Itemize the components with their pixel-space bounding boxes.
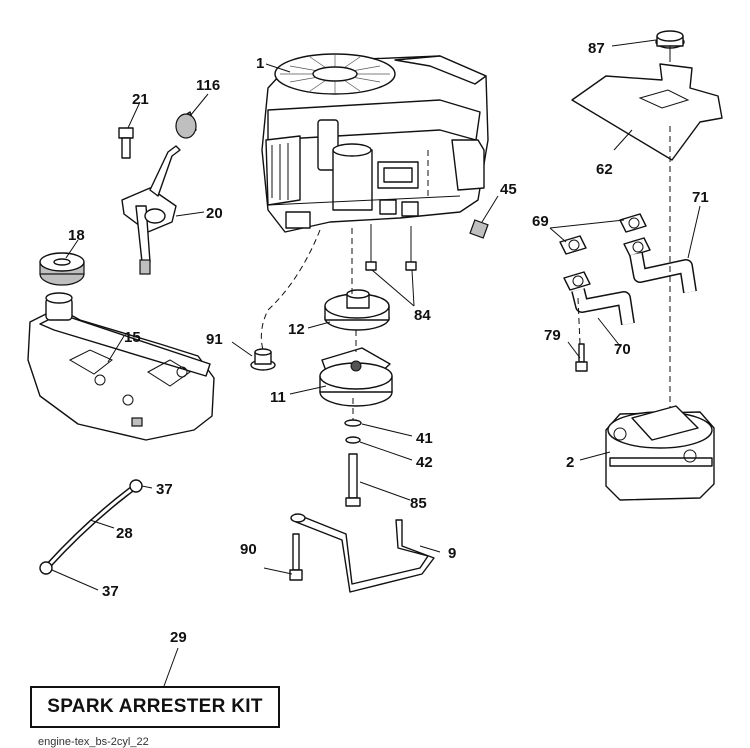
nut-45	[469, 219, 489, 239]
bolt-79	[575, 343, 588, 372]
leader-lines	[51, 39, 701, 687]
callout-116: 116	[196, 77, 220, 94]
assembly-lines	[260, 126, 671, 420]
pto-clutch-stack	[319, 289, 393, 507]
callout-69: 69	[532, 213, 549, 230]
bolt-84-pair	[365, 224, 417, 271]
spark-arrester-kit-box: SPARK ARRESTER KIT	[30, 686, 280, 728]
callout-90: 90	[240, 541, 257, 558]
throttle-control	[118, 111, 197, 275]
callout-20: 20	[206, 205, 223, 222]
gaskets-69	[559, 213, 651, 291]
callout-85: 85	[410, 495, 427, 512]
spark-arrester-kit-label: SPARK ARRESTER KIT	[47, 696, 263, 717]
fuel-cap	[39, 252, 85, 286]
callout-29: 29	[170, 629, 187, 646]
callout-2: 2	[566, 454, 574, 471]
callout-84: 84	[414, 307, 431, 324]
bracket-9	[290, 513, 435, 593]
callout-70: 70	[614, 341, 631, 358]
callout-91: 91	[206, 331, 223, 348]
callout-21: 21	[132, 91, 149, 108]
spacer-91	[250, 348, 276, 371]
callout-28: 28	[116, 525, 133, 542]
callout-18: 18	[68, 227, 85, 244]
fuel-tank	[27, 292, 215, 441]
callout-41: 41	[416, 430, 433, 447]
exhaust-pipe-70	[571, 288, 635, 326]
callout-1: 1	[256, 55, 264, 72]
callout-71: 71	[692, 189, 709, 206]
callout-42: 42	[416, 454, 433, 471]
callout-9: 9	[448, 545, 456, 562]
fuel-line	[39, 479, 143, 575]
heat-shield	[571, 63, 723, 161]
callout-15: 15	[124, 329, 141, 346]
callout-37-bottom: 37	[102, 583, 119, 600]
engine-assembly	[261, 53, 489, 233]
callout-45: 45	[500, 181, 517, 198]
callout-37-top: 37	[156, 481, 173, 498]
bolt-90	[289, 533, 303, 581]
callout-62: 62	[596, 161, 613, 178]
knob-87	[655, 30, 685, 62]
exhaust-pipe-71	[629, 252, 697, 294]
muffler	[605, 405, 715, 501]
callout-79: 79	[544, 327, 561, 344]
callout-11: 11	[270, 389, 286, 406]
footer-code: engine-tex_bs-2cyl_22	[38, 736, 149, 748]
callout-12: 12	[288, 321, 305, 338]
callout-labels: 1 2 9 11 12 15 18 20 21 28 29 37 37 41 4…	[68, 40, 709, 646]
callout-87: 87	[588, 40, 605, 57]
